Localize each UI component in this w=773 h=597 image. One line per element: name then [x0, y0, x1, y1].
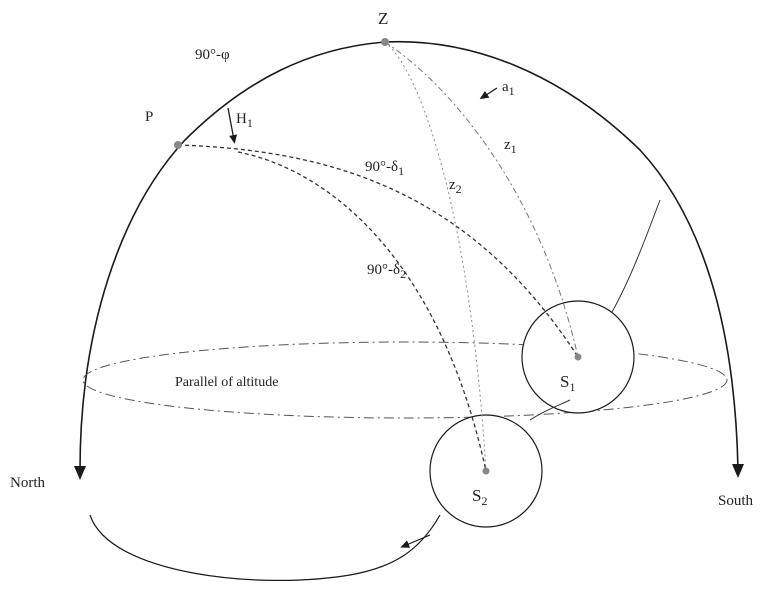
colatitude-label: 90°-φ	[195, 47, 230, 63]
polar-distance-2-sub: 2	[400, 267, 407, 281]
south-arrowhead	[732, 464, 744, 478]
zenith-distance-1-sub: 1	[510, 142, 517, 156]
star-2-sub: 2	[481, 494, 488, 508]
zenith-distance-1-main: z	[504, 137, 511, 153]
s2-connector-line	[529, 399, 571, 421]
zenith-point	[381, 38, 389, 46]
lower-arc-arrow	[400, 534, 431, 548]
zenith-distance-1-label: z1	[504, 137, 517, 156]
arc-z-to-s1	[384, 41, 579, 358]
polar-distance-2-main: 90°-δ	[367, 262, 401, 278]
h1-arrow	[227, 107, 238, 144]
arc-p-to-s2	[237, 151, 487, 472]
s1-to-meridian-line	[611, 199, 661, 313]
azimuth-main: a	[502, 79, 509, 95]
lower-arc	[89, 514, 441, 581]
star-2-label: S2	[472, 487, 487, 507]
hour-angle-sub: 1	[246, 116, 253, 130]
azimuth-sub: 1	[508, 84, 515, 98]
zenith-distance-2-sub: 2	[455, 182, 462, 196]
hour-angle-label: H1	[236, 111, 253, 130]
star-1-sub: 1	[569, 380, 576, 394]
south-label: South	[718, 493, 754, 509]
star-1-label: S1	[560, 373, 575, 393]
star-1-main: S	[560, 372, 570, 391]
a1-arrow	[479, 87, 498, 100]
zenith-label: Z	[378, 9, 389, 28]
azimuth-label: a1	[502, 79, 515, 98]
arc-z-to-s2	[384, 41, 487, 472]
pole-point	[174, 141, 182, 149]
north-label: North	[10, 475, 45, 491]
polar-distance-1-label: 90°-δ1	[365, 159, 405, 178]
parallel-of-altitude-label: Parallel of altitude	[175, 375, 279, 390]
star-2-point	[482, 467, 490, 475]
north-arrowhead	[74, 466, 86, 480]
zenith-distance-2-label: z2	[449, 177, 462, 196]
zenith-distance-2-main: z	[449, 177, 456, 193]
parallel-of-altitude-ellipse	[82, 341, 728, 419]
star-2-main: S	[472, 486, 482, 505]
star-1-point	[574, 353, 582, 361]
polar-distance-1-sub: 1	[398, 164, 405, 178]
hour-angle-main: H	[236, 111, 247, 127]
pole-label: P	[145, 109, 154, 125]
polar-distance-1-main: 90°-δ	[365, 159, 399, 175]
polar-distance-2-label: 90°-δ2	[367, 262, 407, 281]
